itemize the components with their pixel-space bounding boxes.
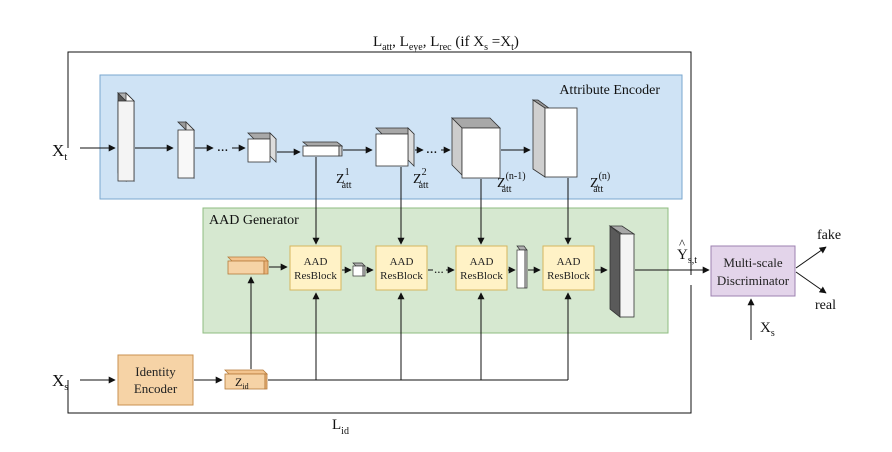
outcome-real-label: real [815,298,836,313]
generator-output-block [608,225,636,318]
z-id-block [224,369,268,390]
aad-resblock-3[interactable]: AAD ResBlock [455,245,508,291]
output-hat: ^ [679,236,685,251]
loss-bottom-loop [67,285,692,414]
arrow-disc-fake [795,246,827,269]
generator-input-block [227,256,269,275]
output-y-label: Ys,t [677,247,697,266]
input-xt-label: Xt [52,141,67,163]
aad-resblock-2[interactable]: AAD ResBlock [375,245,428,291]
encoder-block-7 [531,99,578,178]
svg-text:ResBlock: ResBlock [460,270,503,282]
loss-top-label: Latt, Leye, Lrec (if Xs =Xt) [373,34,519,53]
svg-text:Multi-scale: Multi-scale [723,255,782,270]
encoder-ellipsis-1: ... [217,139,228,155]
generator-small-cube [352,262,366,277]
outcome-fake-label: fake [817,228,841,243]
arrow-disc-real [795,271,827,294]
generator-thin-block [516,245,528,289]
encoder-block-6 [451,117,501,179]
svg-text:AAD: AAD [390,256,414,268]
attribute-encoder-title: Attribute Encoder [559,83,660,98]
encoder-block-4 [301,141,344,157]
loss-top-loop [67,51,692,275]
svg-text:Identity: Identity [135,364,176,379]
z-att-n-label: Z(n)att [590,171,610,195]
encoder-block-3 [247,132,277,163]
aad-resblock-4[interactable]: AAD ResBlock [542,245,595,291]
svg-text:AAD: AAD [557,256,581,268]
encoder-block-2 [177,121,195,179]
svg-text:Encoder: Encoder [134,381,178,396]
encoder-block-5 [375,127,415,167]
svg-text:ResBlock: ResBlock [547,270,590,282]
svg-text:AAD: AAD [304,256,328,268]
svg-text:Discriminator: Discriminator [717,273,790,288]
aad-generator-title: AAD Generator [209,213,299,228]
aad-resblock-1[interactable]: AAD ResBlock [289,245,342,291]
identity-encoder[interactable]: Identity Encoder [117,354,194,406]
svg-text:AAD: AAD [470,256,494,268]
z-att-n-1-label: Z(n-1)att [497,171,526,195]
input-xs-disc-label: Xs [760,320,775,339]
input-xs-label: Xs [52,371,69,393]
loss-bottom-label: Lid [332,417,349,437]
encoder-block-1 [117,92,135,182]
generator-ellipsis: ... [434,261,444,276]
multi-scale-discriminator[interactable]: Multi-scale Discriminator [710,245,796,297]
encoder-ellipsis-2: ... [426,141,437,157]
z-id-label: Zid [235,375,249,391]
svg-text:ResBlock: ResBlock [380,270,423,282]
svg-text:ResBlock: ResBlock [294,270,337,282]
